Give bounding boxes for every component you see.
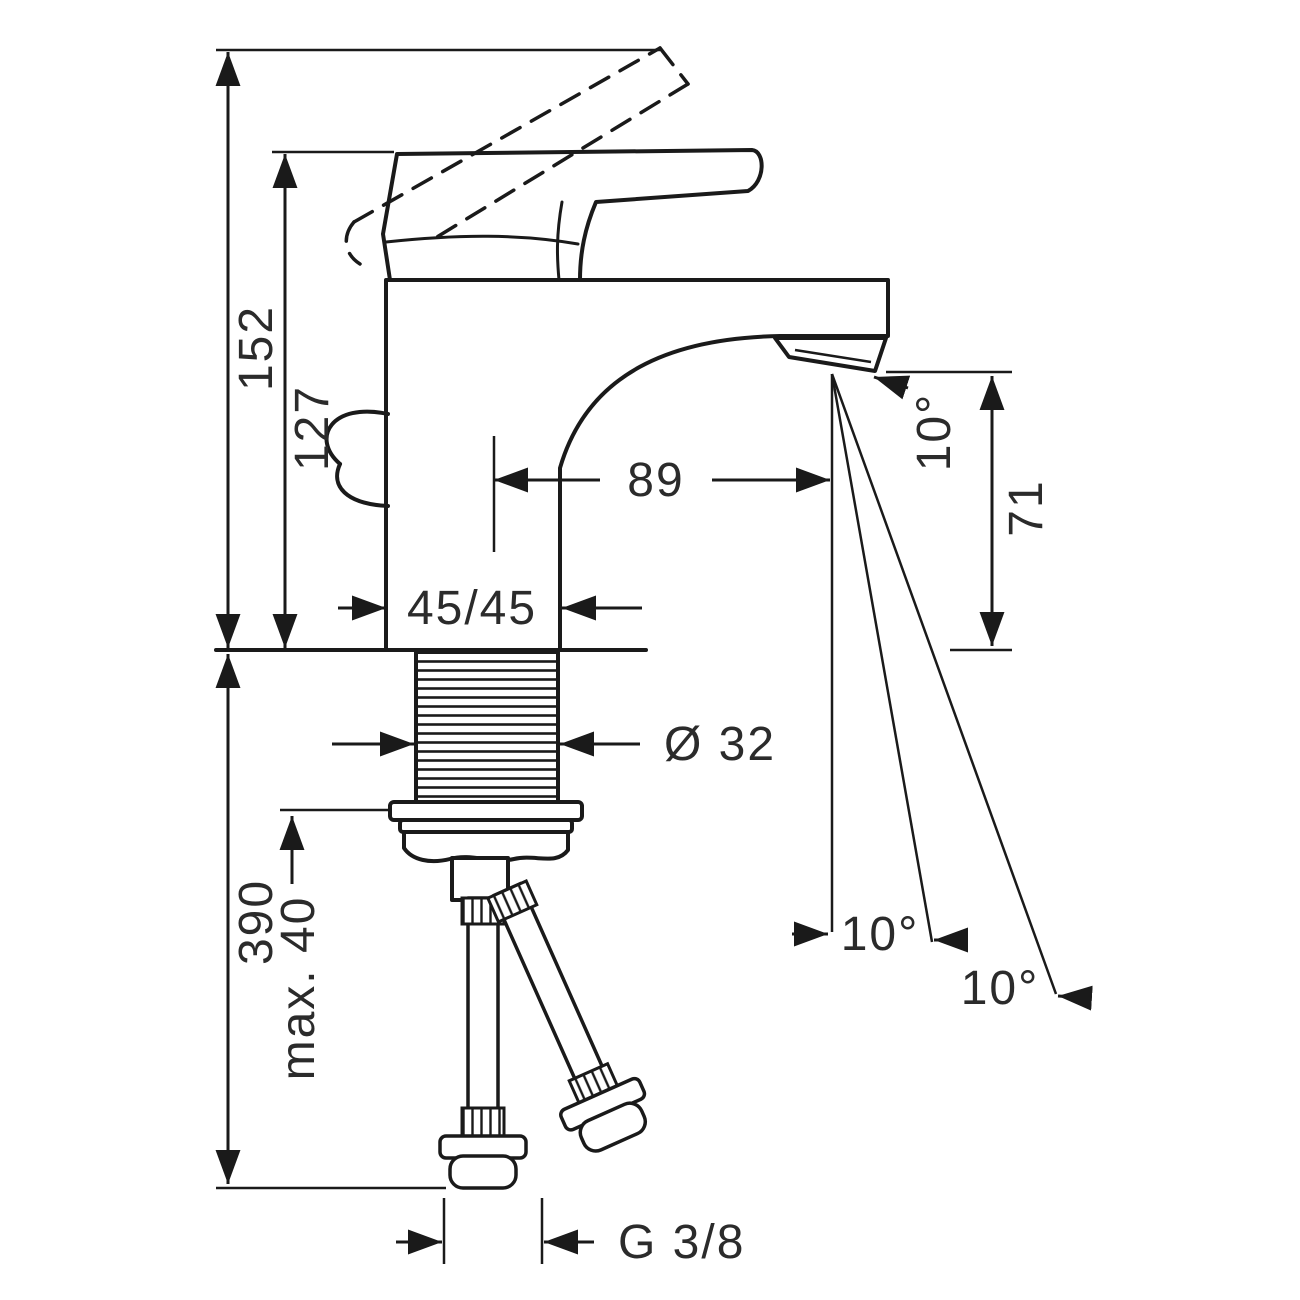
angle-fan-group (830, 373, 1058, 995)
dim-swivel-outer-label: 10° (961, 962, 1040, 1015)
hose-vertical-nut (448, 1154, 518, 1190)
hose-vertical-crimp-bottom (460, 1106, 506, 1140)
dim-outlet-angle: 10° (873, 375, 961, 472)
dim-spout-top-height: 127 (272, 150, 394, 648)
handle-lever (381, 148, 764, 282)
dim-spout-reach: 89 (492, 436, 830, 552)
dim-d32-label: Ø 32 (664, 718, 776, 771)
dim-swivel-outer-arrow (1057, 985, 1093, 1011)
dim-152-label: 152 (230, 305, 283, 391)
drain-pull-hook (324, 409, 390, 508)
handle-raised-top-edge (352, 46, 662, 224)
drain-hook-lower-curve (335, 462, 390, 508)
faucet-body-group (324, 46, 890, 652)
dim-swivel-inner: 10° (792, 908, 968, 961)
dim-89-label: 89 (627, 454, 684, 507)
dim-max-deck-thickness: max. 40 (272, 808, 392, 1081)
dim-g38-label: G 3/8 (618, 1216, 745, 1269)
dim-thread-size: G 3/8 (396, 1198, 745, 1269)
dim-outlet-height: 71 (886, 370, 1053, 652)
supply-hose-vertical (438, 896, 528, 1190)
angle-line-20deg (830, 373, 1058, 995)
dim-swivel-inner-label: 10° (841, 908, 920, 961)
dim-max40-label: max. 40 (272, 896, 325, 1081)
dim-body-section: 45/45 (338, 582, 642, 635)
dim-127-label: 127 (286, 385, 339, 471)
handle-pivot-line (555, 200, 564, 282)
spout-outlet-inner-line (794, 348, 872, 364)
handle-raised-bottom-edge (430, 82, 690, 242)
dim-outlet-angle-arrow (873, 375, 911, 400)
handle-raised-dashed (344, 46, 690, 266)
drain-hook-upper-curve (324, 409, 390, 466)
dimensions-group: 152 127 89 45/45 Ø 32 (215, 48, 1093, 1269)
dim-45-label: 45/45 (407, 582, 537, 635)
dim-390-label: 390 (230, 879, 283, 965)
dim-swivel-outer: 10° (961, 962, 1093, 1015)
dim-hose-length: 390 (215, 654, 446, 1190)
hose-angled-crimp-top (485, 879, 539, 924)
mounting-washer (388, 800, 584, 822)
angle-line-10deg (830, 373, 934, 943)
supply-hose-angled (485, 879, 648, 1153)
installation-group (214, 648, 648, 1190)
hose-angled-nut (578, 1101, 648, 1153)
dim-hole-diameter: Ø 32 (332, 718, 776, 771)
dim-outlet-angle-label: 10° (908, 393, 961, 472)
dim-71-label: 71 (1000, 479, 1053, 536)
handle-raised-tip-edge (658, 46, 690, 86)
hose-vertical-tube (466, 896, 500, 1142)
threaded-shank (414, 650, 560, 804)
handle-raised-pivot-arc (344, 220, 362, 266)
